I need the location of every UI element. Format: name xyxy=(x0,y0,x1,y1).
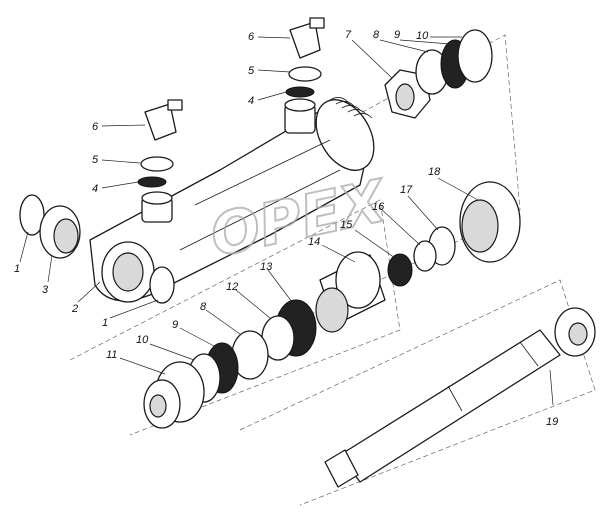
piston-14 xyxy=(315,251,386,333)
callout-9-upper: 9 xyxy=(394,29,400,41)
callout-8-lower: 8 xyxy=(200,301,207,313)
callout-labels: 6 5 4 6 5 4 7 8 9 10 1 3 2 1 18 17 16 15… xyxy=(14,29,558,428)
ring-16 xyxy=(413,240,437,272)
o-ring-4-upper xyxy=(285,86,315,98)
washer-5-lower xyxy=(140,156,174,172)
callout-10-upper: 10 xyxy=(416,30,429,42)
bushing-3 xyxy=(39,205,81,259)
end-cap-18 xyxy=(459,181,521,263)
wiper-10-upper xyxy=(457,29,493,83)
callout-14: 14 xyxy=(308,236,320,248)
callout-17: 17 xyxy=(400,184,413,196)
callout-19: 19 xyxy=(546,416,558,428)
snap-ring-1-right xyxy=(149,266,175,304)
callout-6-upper: 6 xyxy=(248,31,255,43)
callout-7: 7 xyxy=(345,29,352,41)
callout-13: 13 xyxy=(260,261,273,273)
callout-leaders xyxy=(19,36,554,406)
callout-9-lower: 9 xyxy=(172,319,178,331)
callout-8-upper: 8 xyxy=(373,29,380,41)
callout-11: 11 xyxy=(106,349,117,361)
callout-10-lower: 10 xyxy=(136,334,149,346)
callout-15: 15 xyxy=(340,219,353,231)
callout-1-left: 1 xyxy=(14,263,20,275)
callout-12: 12 xyxy=(226,281,238,293)
callout-18: 18 xyxy=(428,166,441,178)
rod-gland-11 xyxy=(143,361,205,429)
callout-4-lower: 4 xyxy=(92,183,98,195)
callout-3: 3 xyxy=(42,284,49,296)
thread-ridges xyxy=(329,97,373,119)
callout-5-lower: 5 xyxy=(92,154,99,166)
piston-rod-19 xyxy=(324,307,596,488)
cylinder-body xyxy=(89,97,375,303)
callout-16: 16 xyxy=(372,201,385,213)
callout-5-upper: 5 xyxy=(248,65,255,77)
o-ring-4-lower xyxy=(137,176,167,188)
callout-1-right: 1 xyxy=(102,317,108,329)
callout-6-lower: 6 xyxy=(92,121,99,133)
elbow-fitting-lower xyxy=(144,99,183,141)
elbow-fitting-upper xyxy=(289,17,325,59)
callout-2: 2 xyxy=(71,303,78,315)
seal-15 xyxy=(387,253,413,287)
snap-ring-1-left xyxy=(19,194,45,236)
callout-4-upper: 4 xyxy=(248,95,254,107)
washer-5-upper xyxy=(288,66,322,82)
